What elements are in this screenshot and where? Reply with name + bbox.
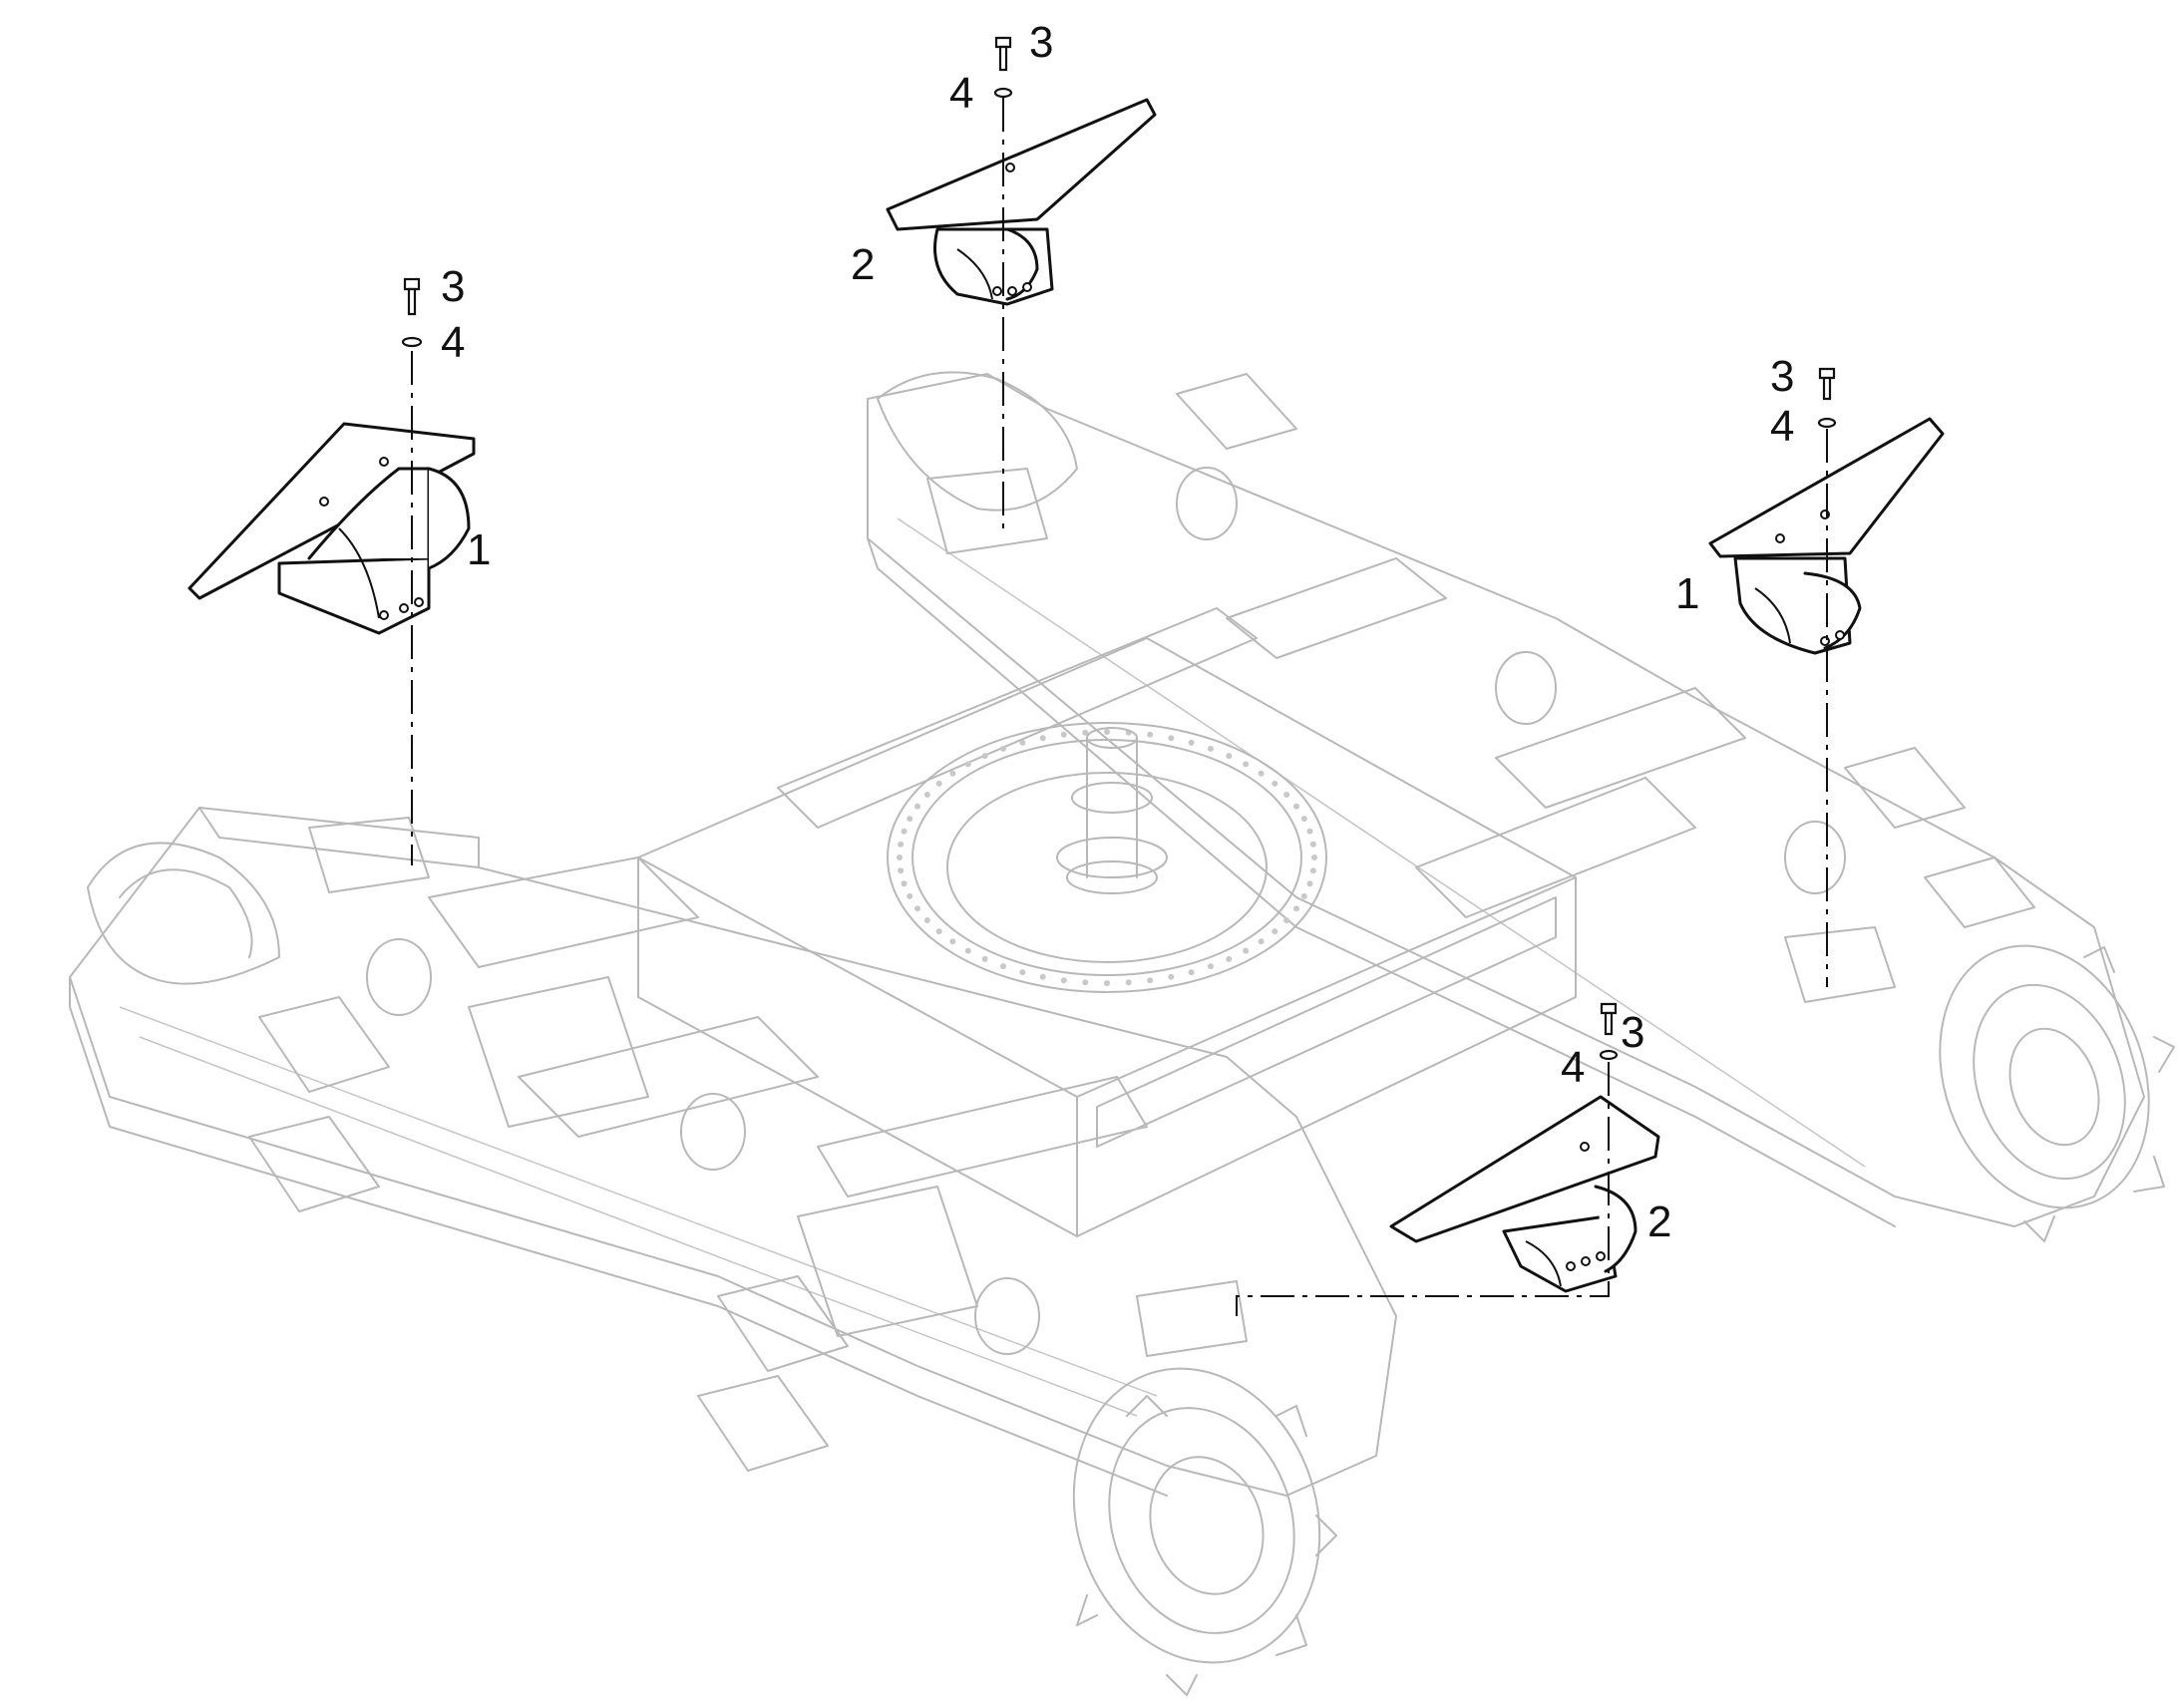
ring-bolt-hole (1258, 938, 1265, 945)
callout-part4-bottom: 4 (1561, 1043, 1585, 1092)
ring-bolt-hole (907, 892, 913, 899)
ring-bolt-hole (1060, 731, 1067, 738)
ring-bolt-hole (1039, 973, 1046, 980)
ring-bolt-hole (1019, 739, 1026, 746)
ring-bolt-hole (1309, 867, 1316, 874)
washer-part4-right (1817, 417, 1837, 429)
ring-bolt-hole (1272, 928, 1278, 935)
ring-bolt-hole (1125, 979, 1132, 986)
bolt-part3-right (1818, 367, 1836, 401)
ring-bolt-hole (1258, 770, 1265, 777)
ring-bolt-hole (1226, 753, 1233, 760)
callout-part4-top: 4 (949, 69, 973, 118)
ring-bolt-hole (1243, 761, 1250, 768)
ring-bolt-hole (1243, 947, 1250, 954)
ring-bolt-hole (949, 938, 956, 945)
ring-bolt-hole (1188, 969, 1195, 976)
callout-part4-left: 4 (441, 318, 465, 367)
mounting-bracket-part2-bottom (1389, 1095, 1660, 1293)
mounting-bracket-part1-left (187, 422, 476, 635)
ring-bolt-hole (949, 770, 956, 777)
ring-bolt-hole (964, 947, 971, 954)
mounting-bracket-part2-top (886, 98, 1157, 306)
ring-bolt-hole (1147, 977, 1154, 984)
ring-bolt-hole (1226, 955, 1233, 962)
washer-part4-bottom (1599, 1049, 1619, 1061)
washer-part4-left (401, 336, 423, 348)
callout-part1-right: 1 (1675, 569, 1699, 618)
ring-bolt-hole (1147, 731, 1154, 738)
ring-bolt-hole (1293, 803, 1299, 810)
undercarriage-frame (69, 371, 2175, 1696)
ring-bolt-hole (897, 854, 903, 860)
ring-bolt-hole (964, 761, 971, 768)
bolt-part3-left (403, 277, 421, 316)
ring-bolt-hole (1309, 841, 1316, 848)
ring-bolt-hole (1082, 729, 1089, 736)
ring-bolt-hole (898, 841, 905, 848)
ring-bolt-hole (901, 828, 908, 835)
bolt-part3-top (994, 36, 1012, 72)
ring-bolt-hole (1082, 979, 1089, 986)
ring-bolt-hole (898, 867, 905, 874)
ring-bolt-holes (897, 729, 1317, 986)
ring-bolt-hole (914, 905, 920, 912)
ring-bolt-hole (1168, 735, 1175, 742)
washer-part4-top (993, 87, 1013, 99)
ring-bolt-hole (1293, 905, 1299, 912)
ring-bolt-hole (1311, 854, 1317, 860)
ring-bolt-hole (907, 816, 913, 823)
ring-bolt-hole (981, 955, 988, 962)
ring-bolt-hole (901, 880, 908, 887)
callout-part3-top: 3 (1029, 18, 1053, 67)
leader-line-bottom (1236, 1062, 1610, 1316)
ring-bolt-hole (935, 928, 942, 935)
ring-bolt-hole (1060, 977, 1067, 984)
callout-part2-bottom: 2 (1647, 1197, 1671, 1246)
ring-bolt-hole (923, 917, 930, 923)
ring-bolt-hole (1039, 735, 1046, 742)
callout-part4-right: 4 (1770, 402, 1794, 451)
ring-bolt-hole (1019, 969, 1026, 976)
bolt-part3-bottom (1600, 1002, 1618, 1036)
callout-part3-left: 3 (441, 262, 465, 311)
ring-bolt-hole (1188, 739, 1195, 746)
ring-bolt-hole (1104, 729, 1110, 735)
ring-bolt-hole (1300, 816, 1307, 823)
ring-bolt-hole (1000, 963, 1006, 970)
callout-part1-left: 1 (467, 525, 491, 574)
ring-bolt-hole (935, 780, 942, 787)
ring-bolt-hole (981, 753, 988, 760)
ring-bolt-hole (1208, 745, 1214, 752)
ring-bolt-hole (1208, 963, 1214, 970)
ring-bolt-hole (1272, 780, 1278, 787)
ring-bolt-hole (1000, 745, 1006, 752)
ring-bolt-hole (923, 792, 930, 798)
ring-bolt-hole (1306, 880, 1313, 887)
callout-part3-right: 3 (1770, 352, 1794, 401)
callout-part2-top: 2 (851, 240, 875, 289)
ring-bolt-hole (1104, 980, 1110, 986)
ring-bolt-hole (1306, 828, 1313, 835)
ring-bolt-hole (1283, 792, 1290, 798)
ring-bolt-hole (914, 803, 920, 810)
callout-part3-bottom: 3 (1621, 1008, 1644, 1057)
ring-bolt-hole (1168, 973, 1175, 980)
ring-bolt-hole (1300, 892, 1307, 899)
ring-bolt-hole (1283, 917, 1290, 923)
